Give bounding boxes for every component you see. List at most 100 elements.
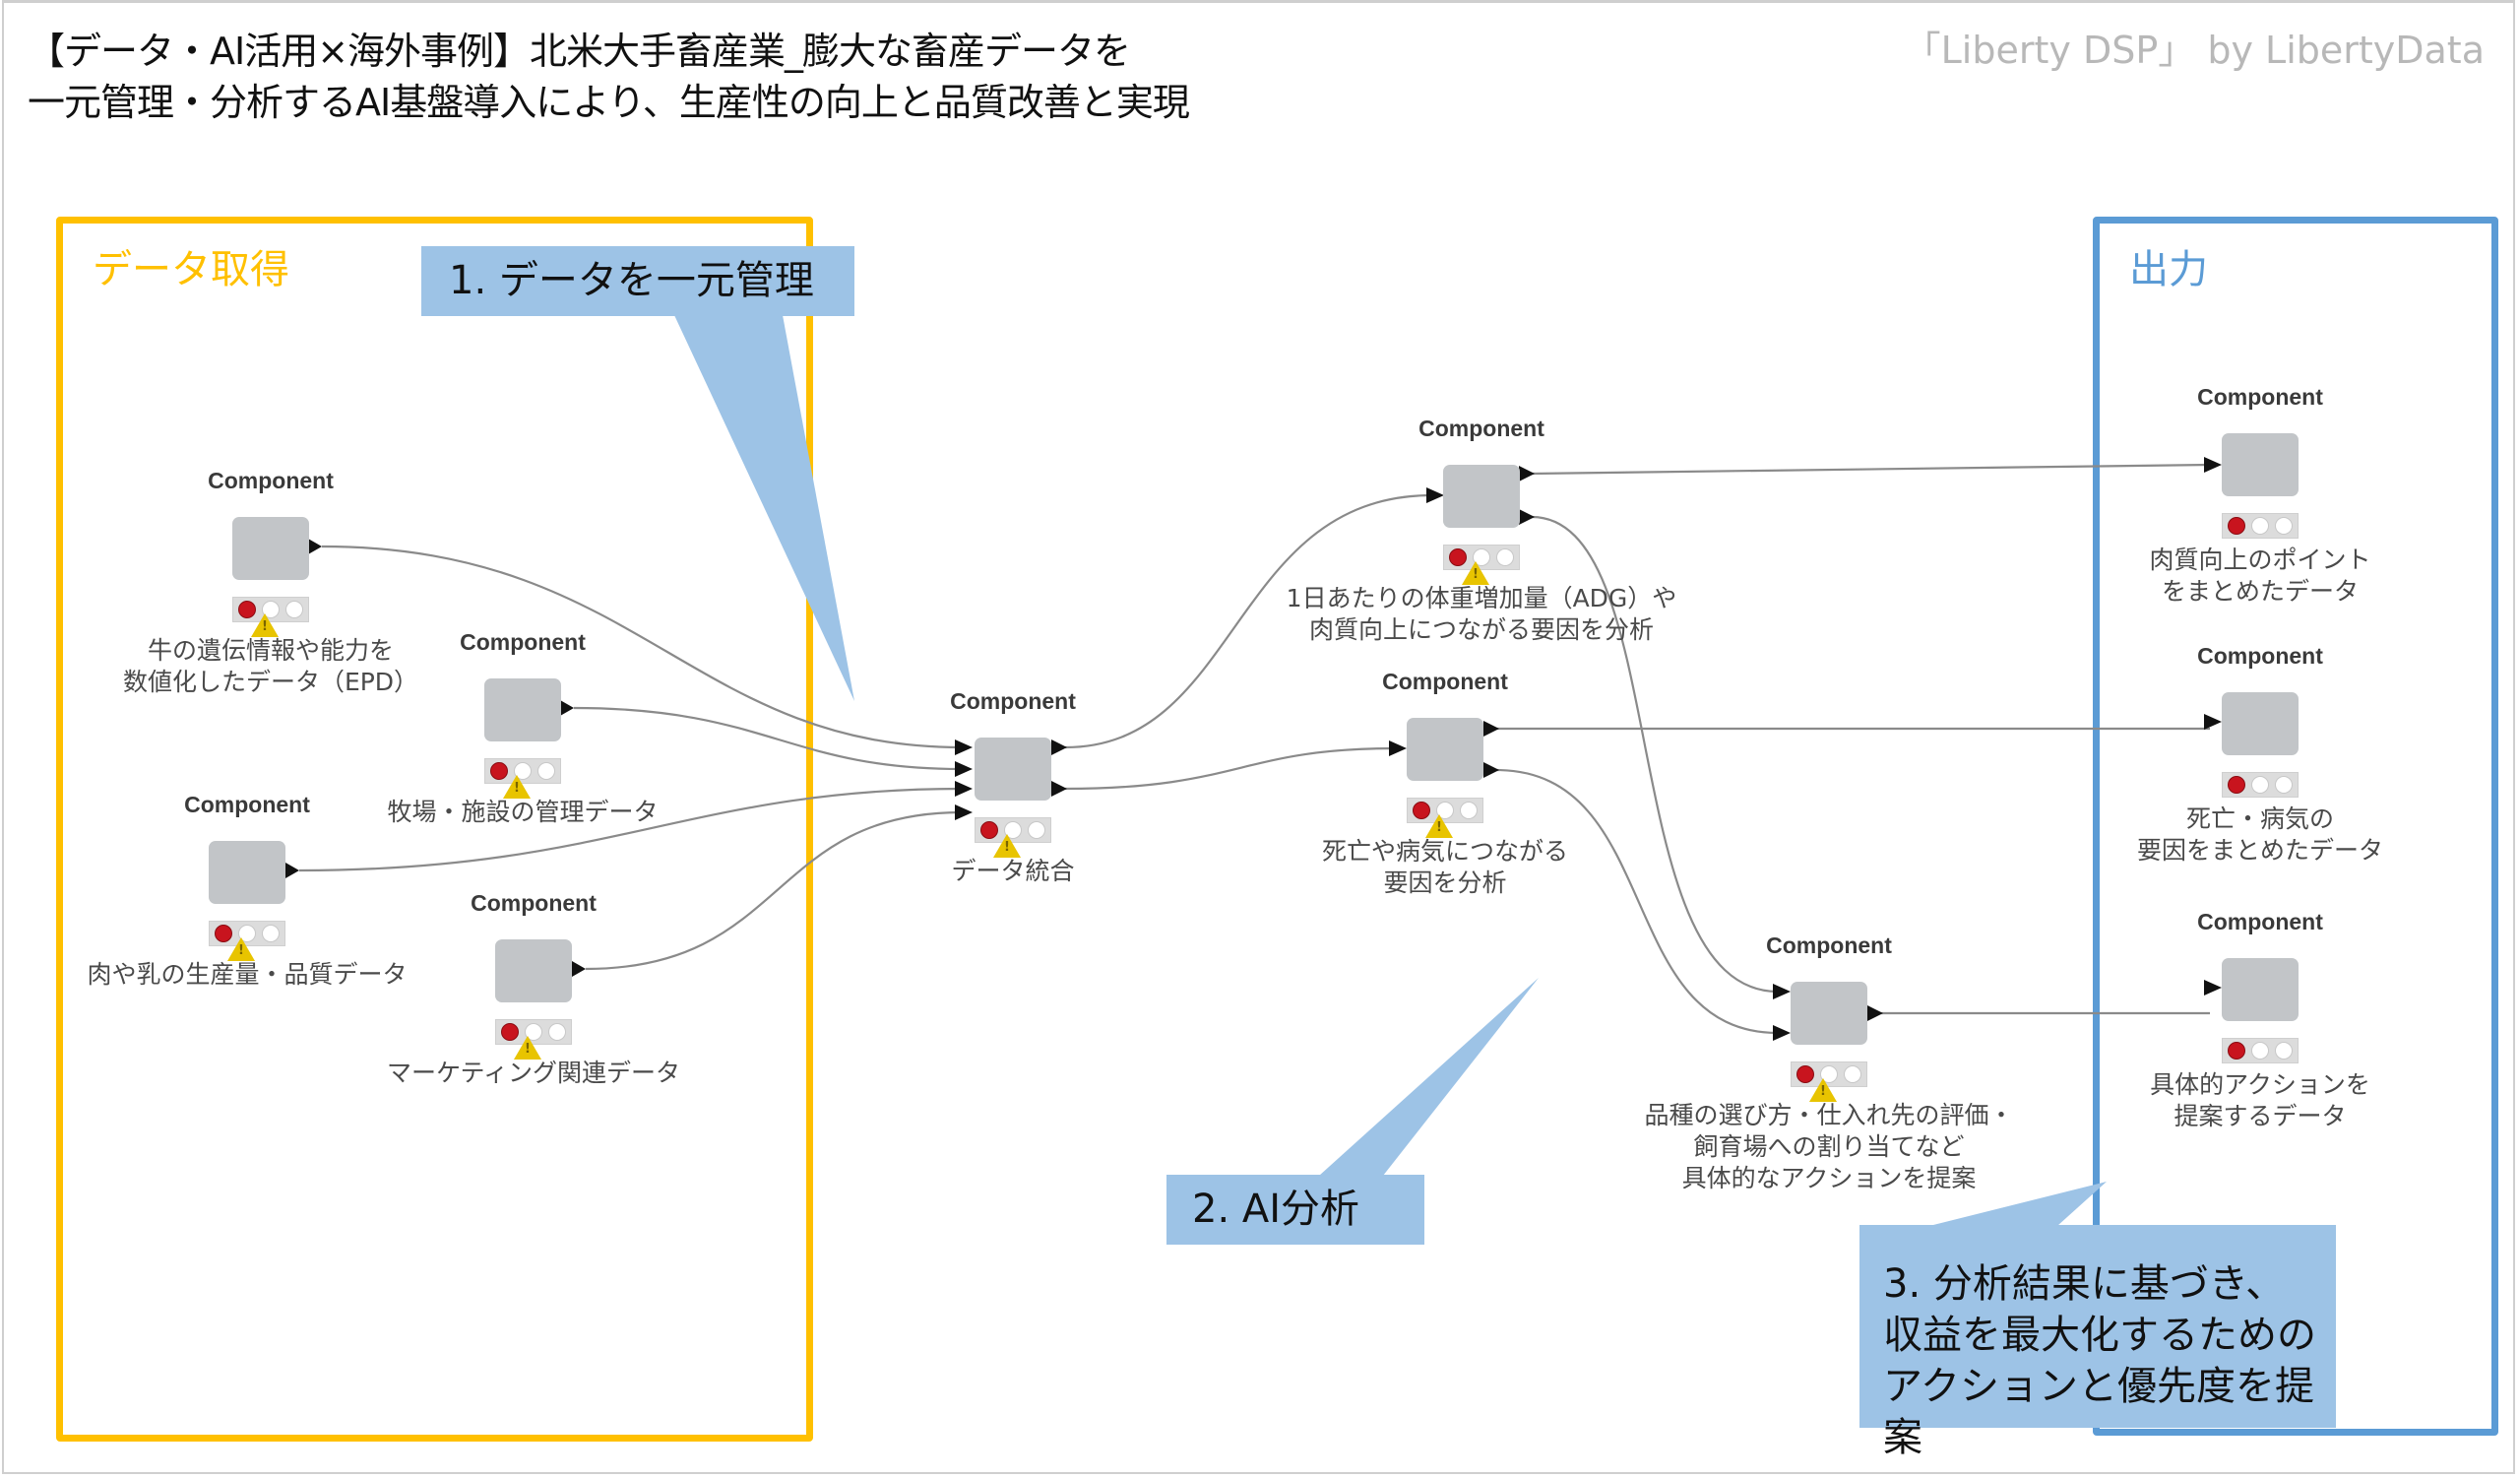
- component-box[interactable]: [495, 939, 572, 1002]
- node-description: データ統合: [951, 857, 1075, 885]
- status-light: [2222, 1038, 2299, 1063]
- empty-light-icon: [2251, 517, 2269, 535]
- group-label-output: 出力: [2129, 247, 2208, 292]
- empty-light-icon: [2251, 776, 2269, 794]
- warning-icon: [1809, 1078, 1837, 1102]
- node-title: Component: [2197, 643, 2323, 669]
- port-merge-out-1: [1051, 739, 1067, 755]
- empty-light-icon: [1496, 548, 1514, 566]
- component-box[interactable]: [2222, 433, 2299, 496]
- node-action-proposal[interactable]: Component 品種の選び方・仕入れ先の評価・ 飼育場への割り当てなど 具体…: [1644, 931, 2013, 1192]
- port-death-out-1: [1483, 721, 1499, 737]
- callout-1-pointer: [674, 315, 854, 701]
- port-merge-in-2: [955, 761, 973, 777]
- component-box[interactable]: [2222, 692, 2299, 755]
- node-description: 肉質向上のポイント をまとめたデータ: [2149, 546, 2371, 606]
- wire-merge-to-death[interactable]: [1064, 746, 1396, 791]
- red-light-icon: [2228, 776, 2245, 794]
- wire-farm-to-merge[interactable]: [573, 706, 963, 771]
- wire-merge-to-adg[interactable]: [1064, 493, 1433, 749]
- callout-1-unified-data: 1. データを一元管理: [421, 246, 854, 316]
- warning-icon: [251, 613, 279, 637]
- node-title: Component: [1766, 932, 1892, 958]
- port-death-out-2: [1483, 762, 1499, 778]
- wire-marketing-to-merge[interactable]: [585, 810, 963, 971]
- callout-2-ai-analysis: 2. AI分析: [1166, 1175, 1424, 1245]
- port-merge-in-3: [955, 781, 973, 797]
- node-adg-analysis[interactable]: Component 1日あたりの体重増加量（ADG）や 肉質向上につながる要因を…: [1287, 414, 1677, 644]
- wire-death-to-action[interactable]: [1495, 768, 1779, 1035]
- empty-light-icon: [262, 925, 280, 942]
- status-light: [2222, 513, 2299, 539]
- warning-icon: [1425, 814, 1453, 838]
- port-merge-in-4: [955, 804, 973, 820]
- component-box[interactable]: [1791, 982, 1867, 1045]
- warning-icon: [514, 1036, 541, 1060]
- component-box[interactable]: [484, 678, 561, 741]
- callout-3-pointer: [1929, 1182, 2107, 1226]
- node-title: Component: [460, 629, 586, 655]
- warning-icon: [1462, 561, 1489, 585]
- empty-light-icon: [1844, 1065, 1861, 1083]
- node-merge[interactable]: Component データ統合: [924, 686, 1102, 885]
- node-marketing[interactable]: Component マーケティング関連データ: [387, 888, 680, 1087]
- node-output-action[interactable]: Component 具体的アクションを 提案するデータ: [2150, 907, 2370, 1130]
- component-box[interactable]: [1407, 718, 1483, 781]
- empty-light-icon: [2275, 517, 2293, 535]
- node-title: Component: [184, 792, 310, 817]
- port-meat-out: [285, 863, 299, 878]
- node-epd[interactable]: Component 牛の遺伝情報や能力を 数値化したデータ（EPD）: [123, 466, 418, 696]
- title-line-1: 【データ・AI活用×海外事例】北米大手畜産業_膨大な畜産データを: [28, 30, 1131, 73]
- empty-light-icon: [2275, 776, 2293, 794]
- group-output: 出力: [2093, 217, 2498, 1436]
- node-description: 死亡や病気につながる 要因を分析: [1321, 837, 1568, 897]
- wire-adg-to-out-quality[interactable]: [1531, 463, 2211, 476]
- component-box[interactable]: [209, 841, 285, 904]
- port-action-out: [1867, 1005, 1883, 1021]
- node-death-analysis[interactable]: Component 死亡や病気につながる 要因を分析: [1322, 667, 1568, 897]
- warning-icon: [993, 834, 1021, 858]
- wire-adg-to-action[interactable]: [1531, 515, 1779, 994]
- node-description: 1日あたりの体重増加量（ADG）や 肉質向上につながる要因を分析: [1286, 584, 1677, 644]
- component-box[interactable]: [1443, 465, 1520, 528]
- port-death-in: [1389, 740, 1407, 756]
- node-description: 死亡・病気の 要因をまとめたデータ: [2136, 804, 2383, 865]
- node-description: 肉や乳の生産量・品質データ: [87, 960, 408, 989]
- node-description: 品種の選び方・仕入れ先の評価・ 飼育場への割り当てなど 具体的なアクションを提案: [1644, 1101, 2014, 1192]
- port-merge-in-1: [955, 739, 973, 755]
- component-box[interactable]: [2222, 958, 2299, 1021]
- port-epd-out: [308, 539, 322, 554]
- component-box[interactable]: [232, 517, 309, 580]
- port-adg-out-2: [1519, 509, 1535, 525]
- node-farm[interactable]: Component 牧場・施設の管理データ: [387, 627, 658, 826]
- status-light: [2222, 772, 2299, 798]
- title-line-2: 一元管理・分析するAI基盤導入により、生産性の向上と品質改善と実現: [28, 81, 1190, 124]
- node-meat[interactable]: Component 肉や乳の生産量・品質データ: [87, 790, 407, 989]
- red-light-icon: [2228, 1042, 2245, 1060]
- empty-light-icon: [2275, 1042, 2293, 1060]
- wire-meat-to-merge[interactable]: [298, 787, 963, 872]
- callout-2-pointer: [1319, 978, 1539, 1176]
- slide-title: 【データ・AI活用×海外事例】北米大手畜産業_膨大な畜産データを 一元管理・分析…: [28, 26, 1190, 128]
- node-title: Component: [950, 688, 1076, 714]
- brand-label: 「Liberty DSP」 by LibertyData: [1903, 29, 2485, 72]
- node-description: 牛の遺伝情報や能力を 数値化したデータ（EPD）: [122, 636, 419, 696]
- node-output-death[interactable]: Component 死亡・病気の 要因をまとめたデータ: [2137, 641, 2383, 865]
- warning-icon: [503, 775, 531, 799]
- status-light: [495, 1019, 572, 1045]
- port-marketing-out: [572, 961, 586, 977]
- red-light-icon: [2228, 517, 2245, 535]
- port-adg-in: [1426, 487, 1444, 503]
- node-title: Component: [2197, 384, 2323, 410]
- group-data-acquisition: データ取得: [56, 217, 813, 1442]
- wire-epd-to-merge[interactable]: [321, 545, 963, 749]
- port-adg-out-1: [1519, 466, 1535, 482]
- status-light: [1443, 545, 1520, 570]
- empty-light-icon: [548, 1023, 566, 1041]
- empty-light-icon: [285, 601, 303, 618]
- component-box[interactable]: [975, 738, 1051, 801]
- node-output-quality[interactable]: Component 肉質向上のポイント をまとめたデータ: [2149, 382, 2370, 606]
